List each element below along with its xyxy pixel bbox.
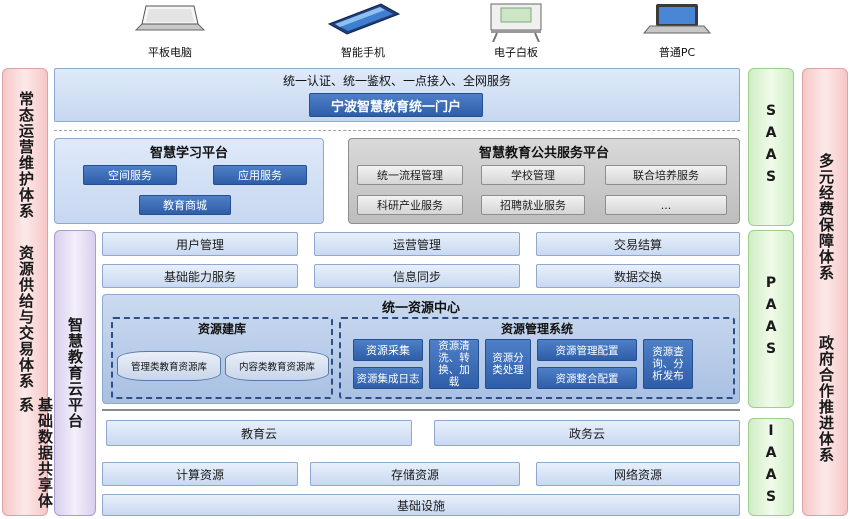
device-tablet: 平板电脑 xyxy=(115,0,225,62)
device-label: 平板电脑 xyxy=(148,46,192,59)
resource-integrate-log-button[interactable]: 资源集成日志 xyxy=(353,367,423,389)
resource-clean-button[interactable]: 资源清洗、转换、加载 xyxy=(429,339,479,389)
info-sync-bar[interactable]: 信息同步 xyxy=(314,264,520,288)
cloud-platform-title: 智慧教育云平台 xyxy=(66,317,84,429)
device-label: 电子白板 xyxy=(494,46,538,59)
tablet-icon xyxy=(134,5,206,31)
device-laptop: 普通PC xyxy=(622,0,732,62)
user-management-bar[interactable]: 用户管理 xyxy=(102,232,298,256)
laptop-icon xyxy=(642,4,712,34)
layer-divider xyxy=(102,409,740,411)
portal-title-button[interactable]: 宁波智慧教育统一门户 xyxy=(309,93,483,117)
space-service-button[interactable]: 空间服务 xyxy=(83,165,177,185)
management-library-cylinder[interactable]: 管理类教育资源库 xyxy=(117,351,221,381)
public-platform-title: 智慧教育公共服务平台 xyxy=(478,145,609,161)
left-side-title-data: 基础数据共享体系 xyxy=(17,397,54,509)
operation-management-bar[interactable]: 运营管理 xyxy=(314,232,520,256)
resource-merge-config-button[interactable]: 资源整合配置 xyxy=(537,367,637,389)
content-library-cylinder[interactable]: 内容类教育资源库 xyxy=(225,351,329,381)
recruitment-button[interactable]: 招聘就业服务 xyxy=(481,195,585,215)
portal-services-text: 统一认证、统一鉴权、一点接入、全网服务 xyxy=(282,73,511,88)
joint-training-button[interactable]: 联合培养服务 xyxy=(605,165,727,185)
left-side-panel: 常态运营维护体系 资源供给与交易体系 基础数据共享体系 xyxy=(2,68,54,516)
layer-paas-label: PAAS xyxy=(763,275,779,363)
device-label: 智能手机 xyxy=(341,46,385,59)
data-exchange-bar[interactable]: 数据交换 xyxy=(536,264,740,288)
research-industry-button[interactable]: 科研产业服务 xyxy=(357,195,463,215)
process-management-button[interactable]: 统一流程管理 xyxy=(357,165,463,185)
layer-saas-label: SAAS xyxy=(763,103,779,191)
basic-capability-bar[interactable]: 基础能力服务 xyxy=(102,264,298,288)
learning-platform-title: 智慧学习平台 xyxy=(149,145,228,161)
right-side-panel: 多元经费保障体系 政府合作推进体系 xyxy=(802,68,848,516)
right-side-title-government: 政府合作推进体系 xyxy=(817,335,835,463)
resource-management-group: 资源管理系统 资源采集 资源集成日志 资源清洗、转换、加载 资源分类处理 资源管… xyxy=(339,317,735,399)
whiteboard-icon xyxy=(490,3,542,42)
transaction-settlement-bar[interactable]: 交易结算 xyxy=(536,232,740,256)
resource-library-title: 资源建库 xyxy=(197,321,246,336)
right-side-title-funding: 多元经费保障体系 xyxy=(817,153,835,281)
resource-config-button[interactable]: 资源管理配置 xyxy=(537,339,637,361)
resource-collect-button[interactable]: 资源采集 xyxy=(353,339,423,361)
resource-query-button[interactable]: 资源查询、分析发布 xyxy=(643,339,693,389)
infrastructure-bar[interactable]: 基础设施 xyxy=(102,494,740,516)
more-button[interactable]: ... xyxy=(605,195,727,215)
resource-center-title: 统一资源中心 xyxy=(381,300,460,316)
public-platform-panel: 智慧教育公共服务平台 统一流程管理 学校管理 联合培养服务 科研产业服务 招聘就… xyxy=(348,138,740,224)
resource-library-group: 资源建库 管理类教育资源库 内容类教育资源库 xyxy=(111,317,333,399)
cloud-platform-panel: 智慧教育云平台 xyxy=(54,230,96,516)
portal-panel: 统一认证、统一鉴权、一点接入、全网服务 宁波智慧教育统一门户 xyxy=(54,68,740,122)
app-service-button[interactable]: 应用服务 xyxy=(213,165,307,185)
resource-management-title: 资源管理系统 xyxy=(500,321,573,336)
network-resource-bar[interactable]: 网络资源 xyxy=(536,462,740,486)
compute-resource-bar[interactable]: 计算资源 xyxy=(102,462,298,486)
education-cloud-bar[interactable]: 教育云 xyxy=(106,420,412,446)
left-side-title-supply: 资源供给与交易体系 xyxy=(17,245,35,389)
learning-platform-panel: 智慧学习平台 空间服务 应用服务 教育商城 xyxy=(54,138,324,224)
smartphone-icon xyxy=(327,3,401,35)
layer-saas: SAAS xyxy=(748,68,794,226)
government-cloud-bar[interactable]: 政务云 xyxy=(434,420,740,446)
device-label: 普通PC xyxy=(658,46,696,59)
layer-paas: PAAS xyxy=(748,230,794,408)
device-whiteboard: 电子白板 xyxy=(461,0,571,62)
left-side-title-maintenance: 常态运营维护体系 xyxy=(17,91,35,219)
device-smartphone: 智能手机 xyxy=(308,0,418,62)
education-mall-button[interactable]: 教育商城 xyxy=(139,195,231,215)
school-management-button[interactable]: 学校管理 xyxy=(481,165,585,185)
resource-center-panel: 统一资源中心 资源建库 管理类教育资源库 内容类教育资源库 资源管理系统 资源采… xyxy=(102,294,740,404)
layer-iaas-label: IAAS xyxy=(763,423,779,511)
separator xyxy=(54,130,740,131)
storage-resource-bar[interactable]: 存储资源 xyxy=(310,462,520,486)
layer-iaas: IAAS xyxy=(748,418,794,516)
resource-classify-button[interactable]: 资源分类处理 xyxy=(485,339,531,389)
